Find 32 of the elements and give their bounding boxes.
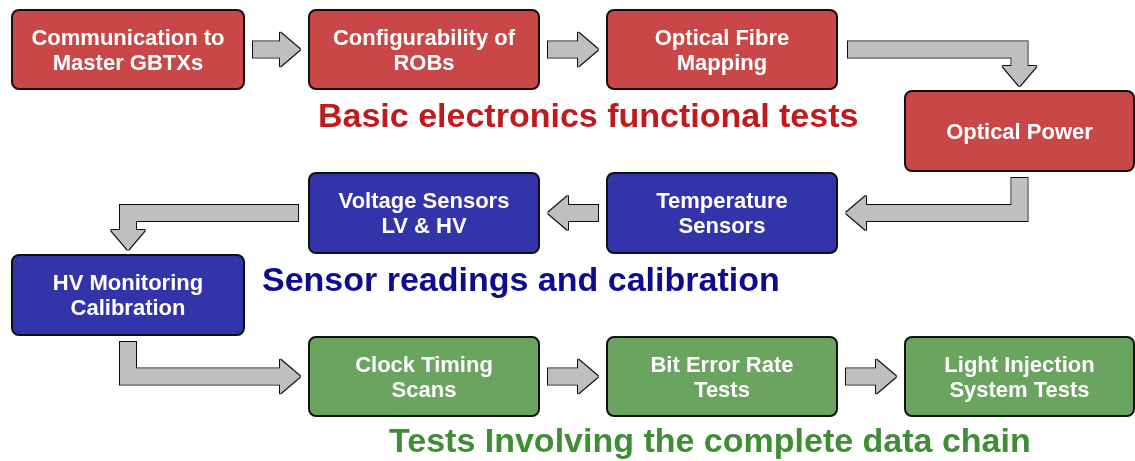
process-box xyxy=(308,9,540,90)
process-box xyxy=(606,9,838,90)
box-label: Optical Power xyxy=(946,118,1093,144)
block-arrow xyxy=(846,178,1028,230)
box-label: Bit Error Rate Tests xyxy=(649,351,795,402)
box-label: Temperature Sensors xyxy=(655,188,789,238)
block-arrow xyxy=(548,196,598,230)
box-label: Optical Fibre Mapping xyxy=(653,24,791,75)
process-box xyxy=(606,336,838,417)
block-arrow xyxy=(111,205,298,250)
process-box xyxy=(606,172,838,254)
box-label: Configurability of ROBs xyxy=(331,24,517,75)
process-box xyxy=(904,90,1135,172)
process-box xyxy=(308,336,540,417)
box-label: Voltage Sensors LV & HV xyxy=(337,188,511,238)
box-label: HV Monitoring Calibration xyxy=(51,270,205,320)
block-arrow xyxy=(120,342,300,394)
process-box xyxy=(308,172,540,254)
block-arrow xyxy=(548,359,598,394)
block-arrow xyxy=(548,32,598,67)
group-heading: Basic electronics functional tests xyxy=(318,95,859,135)
process-box xyxy=(11,9,245,90)
box-label: Clock Timing Scans xyxy=(354,351,494,402)
box-label: Communication to Master GBTXs xyxy=(30,24,226,75)
group-heading: Tests Involving the complete data chain xyxy=(389,420,1031,460)
group-heading: Sensor readings and calibration xyxy=(262,259,780,299)
block-arrow xyxy=(253,32,300,67)
box-label: Light Injection System Tests xyxy=(943,351,1096,402)
process-box xyxy=(11,254,245,336)
block-arrow xyxy=(846,359,896,394)
block-arrow xyxy=(848,41,1037,86)
process-box xyxy=(904,336,1135,417)
